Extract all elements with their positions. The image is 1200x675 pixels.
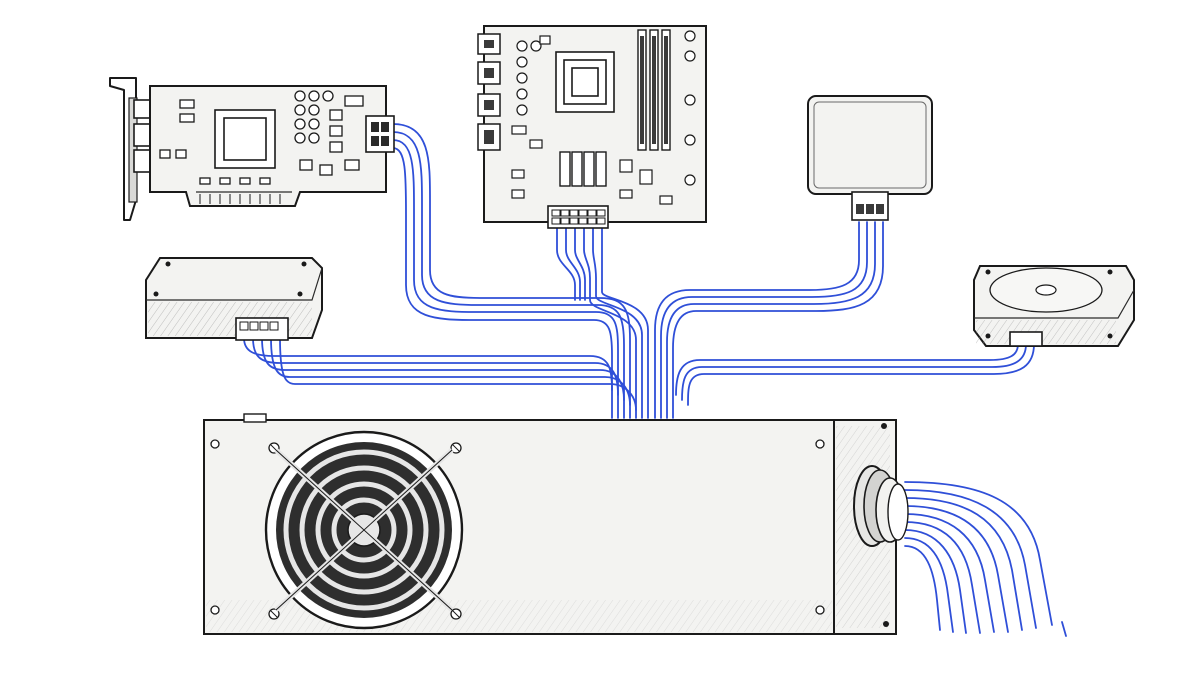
ssd-icon (807, 95, 933, 221)
psu-output-bundle (904, 481, 1067, 637)
gpu-card-icon (109, 77, 395, 221)
motherboard-icon (477, 25, 707, 229)
psu-icon (203, 413, 909, 635)
cable-gland-icon (853, 465, 909, 547)
gpu-cable (392, 123, 631, 419)
motherboard-cable (556, 227, 649, 419)
drive-enclosure-icon (145, 257, 323, 341)
power-cables (243, 123, 1067, 637)
hdd-icon (973, 265, 1135, 347)
ssd-cable (654, 221, 884, 419)
optical-drive-cable (243, 337, 637, 411)
hdd-cable (675, 343, 1035, 406)
fan-grille-icon (264, 430, 464, 630)
